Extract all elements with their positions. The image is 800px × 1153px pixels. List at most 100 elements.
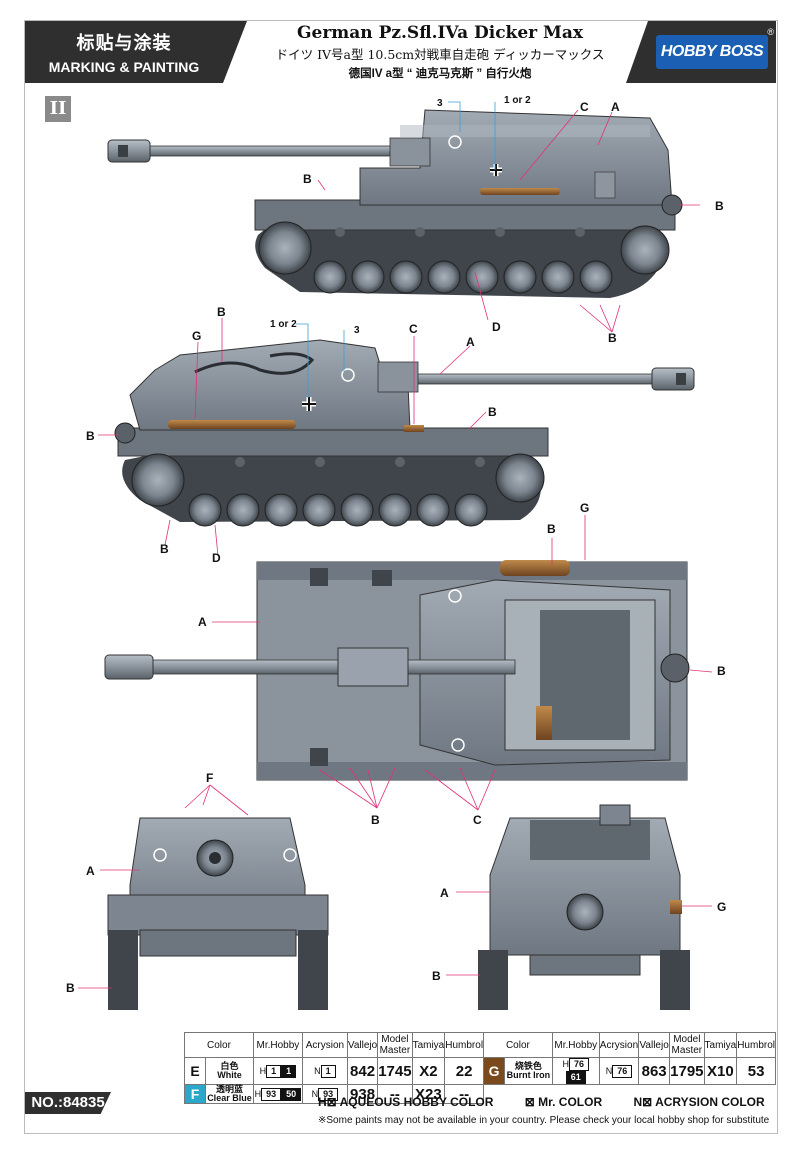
vallejo-E: 842 [346,1057,379,1085]
product-number: NO.:84835 [25,1092,111,1114]
svg-text:3: 3 [354,325,360,336]
hdr-vallejo-left: Vallejo [346,1032,379,1058]
paint-legend: H⊠ AQUEOUS HOBBY COLOR ⊠ Mr. COLOR N⊠ AC… [318,1095,793,1109]
side-view-left [114,339,695,527]
color-letter-F: F [184,1084,206,1104]
hdr-tamiya-right: Tamiya [703,1032,738,1058]
callouts-view2-magenta [98,318,487,557]
svg-text:B: B [432,969,441,983]
registered-mark: ® [767,27,774,37]
svg-text:1 or 2: 1 or 2 [504,95,531,106]
header-slant [223,21,247,83]
svg-text:A: A [611,100,620,114]
labels-view3: B G A B B C [198,501,726,827]
humbrol-E: 22 [444,1057,485,1085]
callouts-view3 [212,515,713,811]
svg-text:C: C [580,100,589,114]
svg-text:C: C [473,813,482,827]
page-frame [24,20,778,1134]
title-block: German Pz.Sfl.IVa Dicker Max ドイツ IV号a型 1… [240,23,640,81]
svg-text:B: B [488,405,497,419]
svg-text:A: A [466,335,475,349]
modelmaster-E: 1745 [377,1057,413,1085]
svg-text:C: C [409,322,418,336]
title-cn: 德国IV a型 “ 迪克马克斯 ” 自行火炮 [348,68,532,80]
svg-text:B: B [717,664,726,678]
svg-text:B: B [715,199,724,213]
svg-text:B: B [66,981,75,995]
color-table-header: Color Mr.Hobby Acrysion Vallejo Model Ma… [184,1032,776,1058]
svg-text:D: D [492,320,501,334]
svg-text:1 or 2: 1 or 2 [270,319,297,330]
color-letter-E: E [184,1057,206,1085]
svg-text:B: B [217,305,226,319]
svg-text:D: D [212,551,221,565]
title-en: German Pz.Sfl.IVa Dicker Max [297,23,583,43]
svg-text:G: G [717,900,726,914]
hdr-acrysion-left: Acrysion [301,1032,348,1058]
sheet-number-badge: II [45,96,71,122]
section-title-cn: 标贴与涂装 [76,33,172,53]
svg-text:G: G [580,501,589,515]
svg-text:A: A [198,615,207,629]
vallejo-G: 863 [638,1057,671,1085]
hdr-modelmaster-left: Model Master [377,1032,413,1058]
svg-text:B: B [371,813,380,827]
modelmaster-F: -- [377,1084,413,1104]
hdr-mrhobby-left: Mr.Hobby [252,1032,303,1058]
svg-text:B: B [547,522,556,536]
humbrol-G: 53 [736,1057,776,1085]
legend-mr-color: ⊠ Mr. COLOR [524,1095,603,1109]
hdr-mrhobby-right: Mr.Hobby [551,1032,600,1058]
front-view [107,817,329,1010]
svg-text:A: A [86,864,95,878]
hdr-humbrol-left: Humbrol [444,1032,485,1058]
svg-text:B: B [303,172,312,186]
brand-logo: HOBBY BOSS [656,35,768,69]
callouts-view5 [446,891,712,976]
tamiya-E: X2 [411,1057,446,1085]
legend-acrysion: N⊠ ACRYSION COLOR [633,1095,765,1109]
labels-view5: A G B [432,886,726,983]
hdr-modelmaster-right: Model Master [669,1032,705,1058]
side-view-right [107,109,683,298]
svg-text:F: F [206,771,213,785]
legend-aqueous: H⊠ AQUEOUS HOBBY COLOR [318,1095,494,1109]
svg-text:B: B [160,542,169,556]
section-label: 标贴与涂装 MARKING & PAINTING [25,21,223,83]
top-view [104,560,690,781]
header: 标贴与涂装 MARKING & PAINTING German Pz.Sfl.I… [25,21,776,83]
callouts-view1-blue [448,101,496,170]
callouts-view2-blue [296,323,345,398]
logo-area: HOBBY BOSS ® [626,21,776,83]
rear-view [478,804,690,1010]
labels-view4: F A B [66,771,213,995]
vallejo-F: 938 [346,1084,379,1104]
svg-text:G: G [192,329,201,343]
hdr-tamiya-left: Tamiya [411,1032,446,1058]
hdr-color-left: Color [184,1032,254,1058]
hdr-vallejo-right: Vallejo [638,1032,671,1058]
callouts-view1-magenta [317,109,700,333]
humbrol-F: -- [444,1084,485,1104]
svg-text:B: B [608,331,617,345]
hdr-acrysion-right: Acrysion [598,1032,640,1058]
color-table: Color Mr.Hobby Acrysion Vallejo Model Ma… [184,1032,776,1104]
hdr-humbrol-right: Humbrol [736,1032,776,1058]
callouts-view4 [78,784,249,989]
tamiya-G: X10 [703,1057,738,1085]
svg-text:B: B [86,429,95,443]
labels-view2: B G 1 or 2 3 C A B B B D [86,305,497,565]
section-title-en: MARKING & PAINTING [48,59,200,75]
availability-note: ※Some paints may not be available in you… [318,1115,770,1126]
